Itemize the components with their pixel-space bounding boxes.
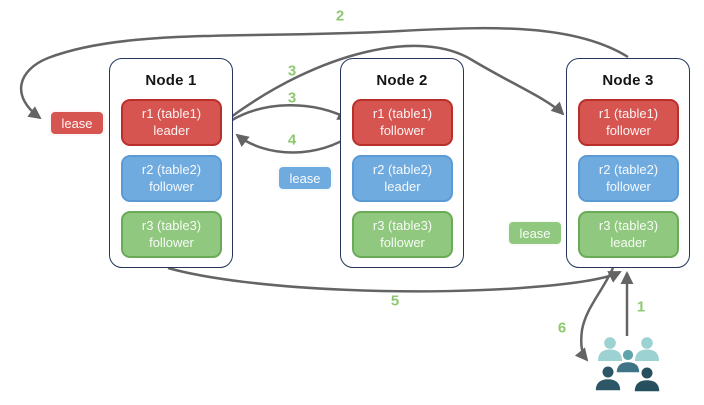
replica-id: r3 (table3) [598,217,659,233]
step-label-6: 6 [557,319,567,337]
arrow-step2-node3-to-lease1 [19,26,629,120]
step-label-5: 5 [390,292,400,310]
arrow-step6-leader3-to-users [574,267,615,362]
node-2: Node 2 r1 (table1) follower r2 (table2) … [340,58,464,268]
arrow-step3-leader1-to-node2 [231,104,351,122]
replica-id: r3 (table3) [141,217,202,233]
replica-id: r1 (table1) [141,105,202,121]
lease-badge-r1: lease [49,110,105,136]
lease-badge-r3: lease [507,220,563,246]
arrow-step5-node1-to-node3 [167,266,622,293]
node2-replica-r1: r1 (table1) follower [352,99,453,146]
step-label-2: 2 [335,7,345,25]
node1-replica-r3: r3 (table3) follower [121,211,222,258]
replica-role: follower [380,122,425,138]
replica-id: r1 (table1) [372,105,433,121]
node-2-title: Node 2 [376,72,428,89]
node3-replica-r2: r2 (table2) follower [578,155,679,202]
step-label-3b: 3 [287,89,297,107]
arrow-step3-leader1-to-node3 [230,44,565,119]
node1-replica-r1: r1 (table1) leader [121,99,222,146]
step-label-3a: 3 [287,62,297,80]
node-1-title: Node 1 [145,72,197,89]
replica-role: leader [610,234,647,250]
node2-replica-r2: r2 (table2) leader [352,155,453,202]
replica-id: r2 (table2) [372,161,433,177]
replica-role: follower [606,178,651,194]
step-label-1: 1 [636,298,646,316]
lease-badge-r2: lease [277,165,333,191]
node2-replica-r3: r3 (table3) follower [352,211,453,258]
replica-role: follower [149,234,194,250]
replica-id: r1 (table1) [598,105,659,121]
node3-replica-r1: r1 (table1) follower [578,99,679,146]
replica-role: follower [380,234,425,250]
replica-role: follower [606,122,651,138]
step-label-4: 4 [287,131,297,149]
replica-id: r3 (table3) [372,217,433,233]
replica-role: leader [384,178,421,194]
node-1: Node 1 r1 (table1) leader r2 (table2) fo… [109,58,233,268]
node3-replica-r3: r3 (table3) leader [578,211,679,258]
node1-replica-r2: r2 (table2) follower [121,155,222,202]
replica-role: follower [149,178,194,194]
replica-id: r2 (table2) [598,161,659,177]
replica-id: r2 (table2) [141,161,202,177]
node-3-title: Node 3 [602,72,654,89]
replica-role: leader [153,122,190,138]
node-3: Node 3 r1 (table1) follower r2 (table2) … [566,58,690,268]
